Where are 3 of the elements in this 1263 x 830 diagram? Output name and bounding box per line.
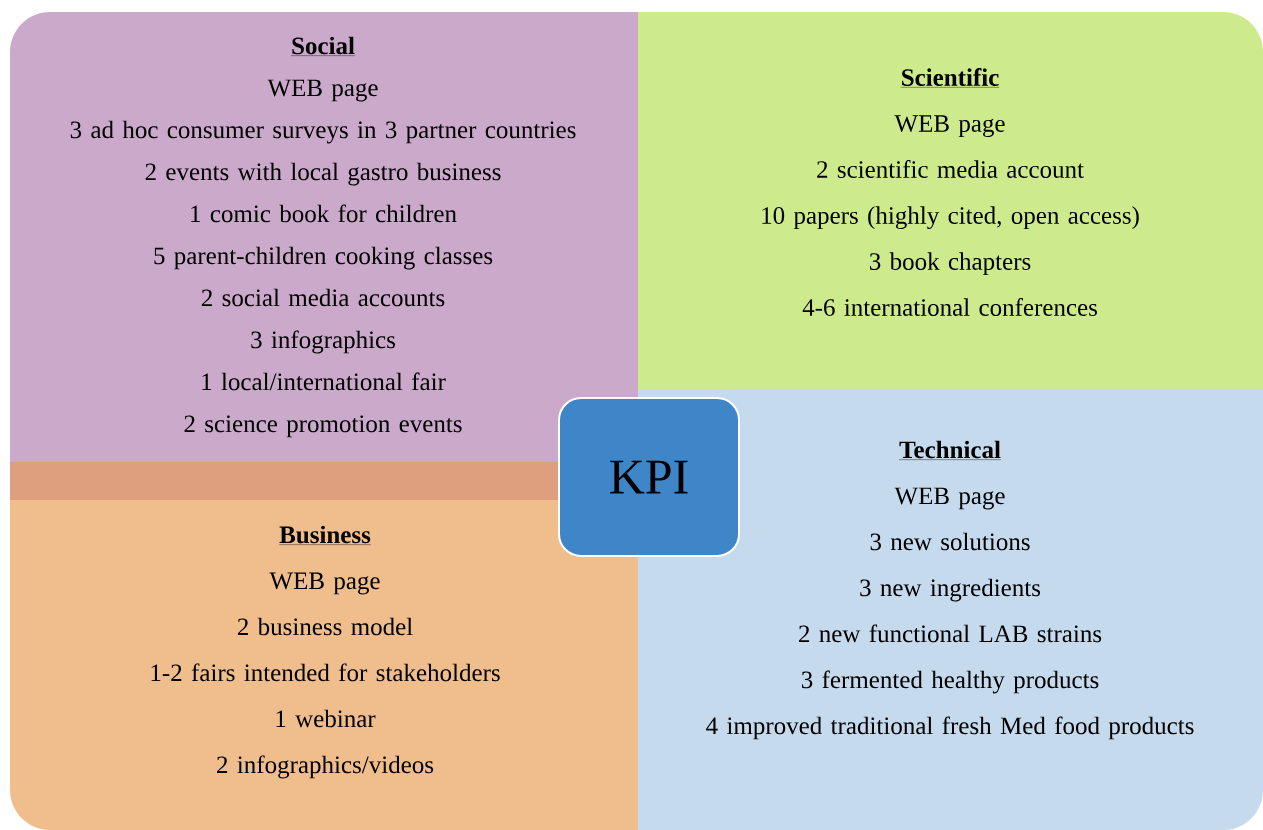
quadrant-panel: Business WEB page 2 business model 1-2 fairs intended for stakeholders 1 webinar 2 infographics/videos [10,500,638,830]
quadrant-panel: Scientific WEB page 2 scientific media account 10 papers (highly cited, open access) 3 book chapters 4-6 international conferences [638,12,1263,390]
center-box: KPI [558,397,740,557]
